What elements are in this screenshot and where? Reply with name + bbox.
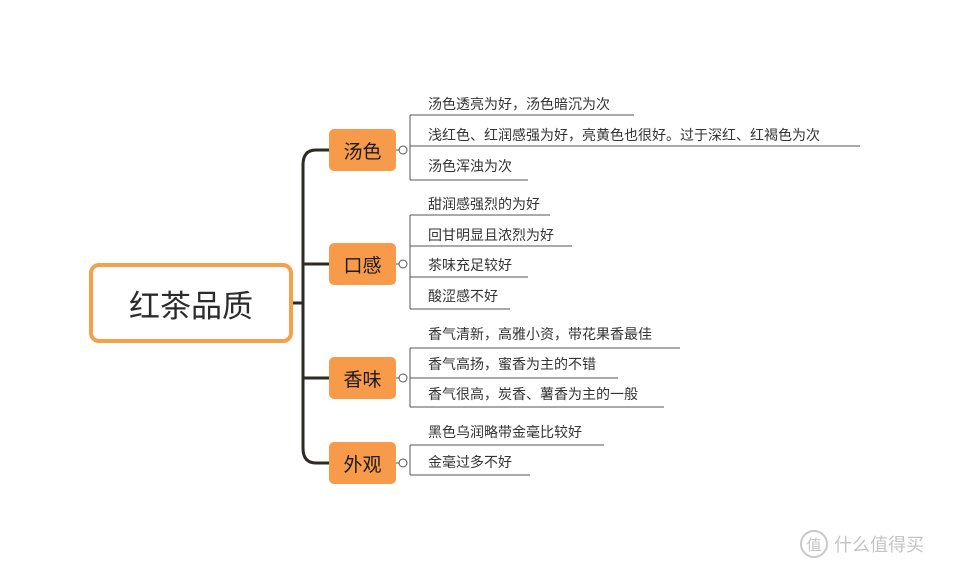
leaf-topic[interactable]: 酸涩感不好 [428,289,498,305]
leaf-topic[interactable]: 回甘明显且浓烈为好 [428,228,554,244]
leaf-topic[interactable]: 茶味充足较好 [428,258,512,274]
leaf-topic[interactable]: 香气高扬，蜜香为主的不错 [428,357,596,373]
branch-1-collapse-toggle [398,145,408,155]
branch-2-collapse-toggle [398,259,408,269]
leaf-topic[interactable]: 汤色透亮为好，汤色暗沉为次 [428,97,610,113]
branch-4-leaf-lines [396,444,604,476]
branch-1-leaf-lines [396,114,860,181]
watermark-logo-icon: 值 [800,530,828,558]
root-topic[interactable]: 红茶品质 [89,263,293,343]
branch-3-collapse-toggle [398,373,408,383]
leaf-topic[interactable]: 香气很高，炭香、薯香为主的一般 [428,387,638,403]
leaf-topic[interactable]: 香气清新，高雅小资，带花果香最佳 [428,327,652,343]
branch-topic-xiang-wei[interactable]: 香味 [329,357,396,399]
branch-4-collapse-toggle [398,458,408,468]
branch-topic-kou-gan[interactable]: 口感 [329,243,396,285]
branch-topic-tang-se[interactable]: 汤色 [329,129,396,171]
watermark: 值 什么值得买 [800,530,924,558]
leaf-topic[interactable]: 黑色乌润略带金毫比较好 [428,425,582,441]
branch-topic-wai-guan[interactable]: 外观 [329,442,396,484]
branch-3-leaf-lines [396,347,680,408]
leaf-topic[interactable]: 金毫过多不好 [428,455,512,471]
trunk-line [301,148,317,465]
watermark-text: 什么值得买 [834,535,924,556]
leaf-topic[interactable]: 浅红色、红润感强为好，亮黄色也很好。过于深红、红褐色为次 [428,128,820,144]
leaf-topic[interactable]: 甜润感强烈的为好 [428,197,540,213]
branch-2-leaf-lines [396,214,572,310]
leaf-topic[interactable]: 汤色浑浊为次 [428,159,512,175]
